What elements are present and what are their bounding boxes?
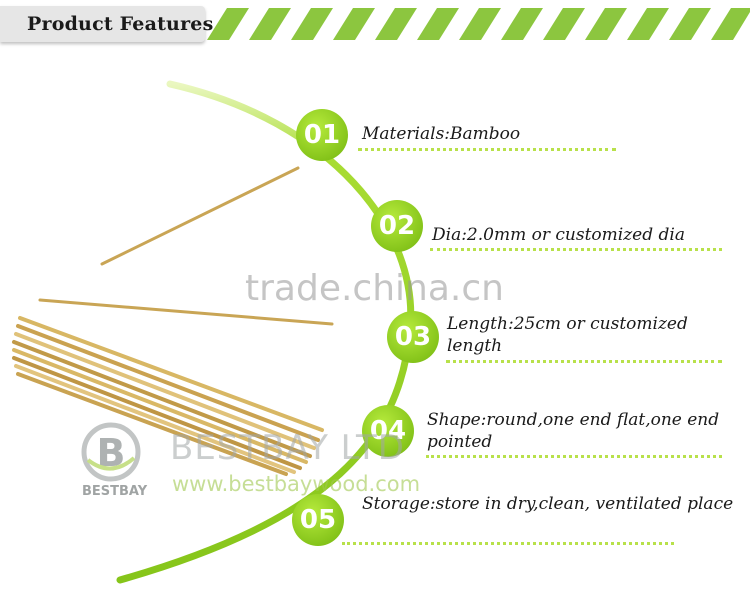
feature-number-5: 05	[299, 505, 337, 535]
bamboo-stick	[12, 356, 302, 470]
feature-text-length: Length:25cm or customized length	[447, 314, 688, 356]
feature-number-4: 04	[369, 416, 407, 446]
feature-divider	[446, 360, 722, 363]
bamboo-stick	[14, 332, 316, 450]
feature-circle-4	[362, 405, 414, 457]
watermark-company: BESTBAY LTD	[170, 428, 405, 468]
feature-divider	[342, 542, 674, 545]
feature-circle-1	[296, 109, 348, 161]
bamboo-stick	[16, 372, 288, 476]
bamboo-stick	[12, 340, 312, 458]
title-tab	[0, 6, 205, 42]
feature-text-materials: Materials:Bamboo	[362, 124, 521, 144]
section-title: Product Features	[27, 13, 214, 35]
feature-divider	[426, 455, 722, 458]
bamboo-stick	[18, 316, 324, 432]
feature-circle-5	[292, 494, 344, 546]
bamboo-stick	[38, 298, 334, 326]
bamboo-sticks-image	[12, 166, 334, 476]
feature-text-storage: Storage:store in dry,clean, ventilated p…	[362, 494, 734, 514]
feature-number-3: 03	[394, 322, 432, 352]
feature-number-1: 01	[303, 120, 341, 150]
feature-number-2: 02	[378, 211, 416, 241]
feature-text-diameter: Dia:2.0mm or customized dia	[432, 225, 685, 245]
bamboo-stick	[14, 364, 296, 474]
feature-circle-3	[387, 311, 439, 363]
section-header: Product Features	[0, 0, 750, 50]
bestbay-logo: B	[81, 422, 141, 482]
watermark-url: www.bestbaywood.com	[172, 472, 421, 496]
watermark-trade: trade.china.cn	[245, 268, 504, 309]
header-stripes	[207, 8, 750, 40]
feature-text-shape: Shape:round,one end flat,one end pointed	[427, 410, 720, 452]
bamboo-stick	[12, 348, 308, 464]
watermark-logo-text: BESTBAY	[82, 484, 148, 499]
feature-divider	[358, 148, 616, 151]
feature-circle-2	[371, 200, 423, 252]
feature-divider	[430, 248, 722, 251]
bamboo-stick	[100, 166, 300, 266]
bamboo-stick	[16, 324, 320, 442]
